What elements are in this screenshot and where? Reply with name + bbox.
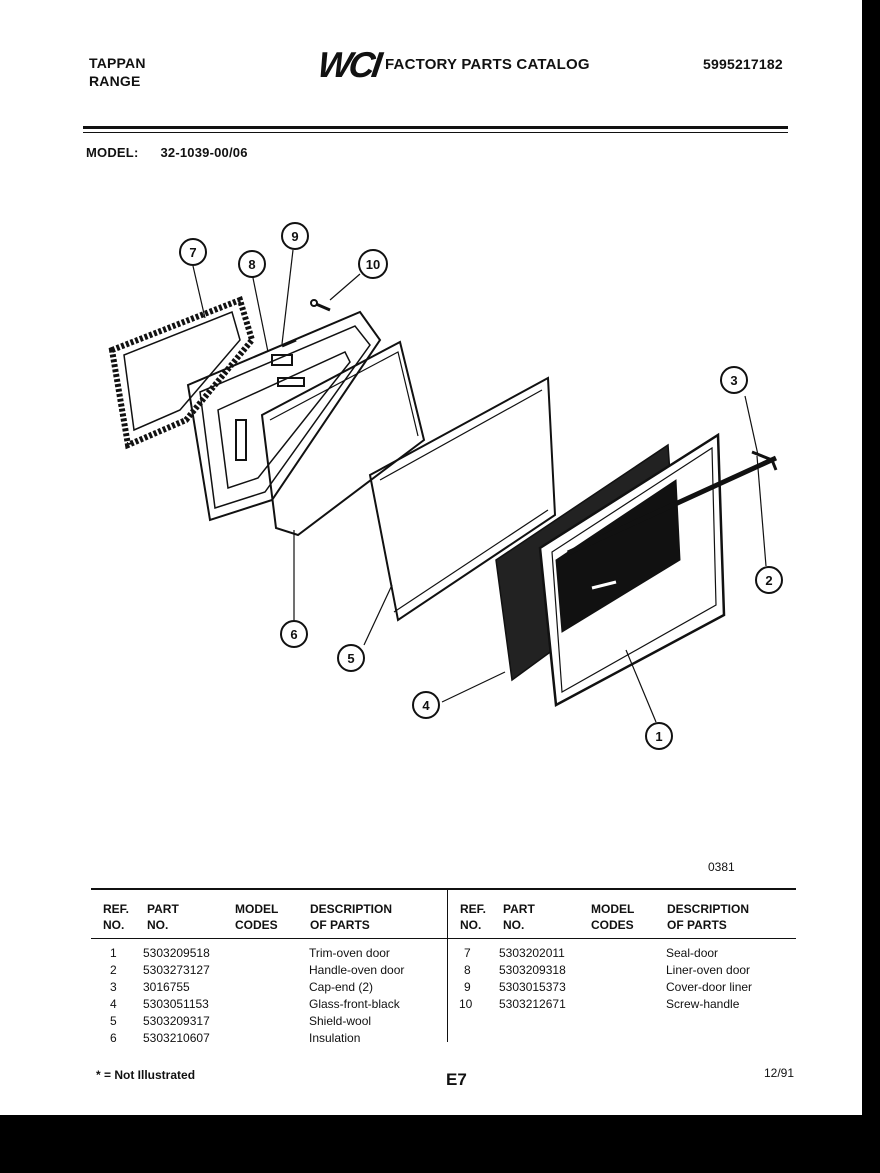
callout-10: [358, 249, 388, 279]
catalog-title: FACTORY PARTS CATALOG: [385, 56, 590, 73]
model-line: MODEL: 32-1039-00/06: [86, 145, 248, 160]
callout-7-label: 7: [189, 245, 196, 260]
ref-cell: 7: [464, 946, 471, 960]
header-ref-no-right: REF.NO.: [460, 902, 487, 932]
callout-8-label: 8: [248, 257, 255, 272]
ref-cell: 10: [459, 997, 473, 1011]
part-cell: 5303209317: [143, 1014, 210, 1028]
model-number: 32-1039-00/06: [160, 145, 248, 160]
table-header-rule: [91, 938, 796, 939]
desc-cell: Cover-door liner: [666, 980, 753, 994]
desc-cell: Glass-front-black: [309, 997, 400, 1011]
callout-5: [337, 644, 365, 672]
liner-illustration: [186, 310, 382, 522]
ref-cell: 1: [110, 946, 117, 960]
leader-lines: [192, 249, 767, 723]
not-illustrated-note: * = Not Illustrated: [96, 1068, 196, 1082]
desc-cell: Insulation: [309, 1031, 361, 1045]
part-cell: 5303015373: [499, 980, 566, 994]
shield-illustration: [368, 376, 557, 622]
desc-cell: Cap-end (2): [309, 980, 374, 994]
callout-1-label: 1: [655, 729, 662, 744]
callout-7: [179, 238, 207, 266]
catalog-page: TAPPAN RANGE WCI FACTORY PARTS CATALOG 5…: [0, 0, 862, 1115]
desc-cell: Shield-wool: [309, 1014, 372, 1028]
callout-8: [238, 250, 266, 278]
desc-cell: Trim-oven door: [309, 946, 390, 960]
desc-cell: Seal-door: [666, 946, 719, 960]
margin-mark: [0, 438, 10, 439]
header-rule: [83, 126, 788, 129]
callout-4: [412, 691, 440, 719]
exploded-door-diagram: 7 8 9 10 3 2 6 5 4 1: [108, 222, 783, 750]
callout-2-label: 2: [765, 573, 772, 588]
seal-door-illustration: [108, 296, 256, 450]
part-cell: 5303051153: [143, 997, 209, 1011]
callout-3-label: 3: [730, 373, 737, 388]
part-cell: 5303210607: [143, 1031, 210, 1045]
margin-mark: [0, 420, 10, 421]
revision-date: 12/91: [764, 1066, 795, 1080]
insulation-illustration: [260, 340, 426, 537]
desc-cell: Liner-oven door: [666, 963, 751, 977]
callout-6-label: 6: [290, 627, 297, 642]
catalog-number: 5995217182: [703, 56, 783, 72]
model-label: MODEL:: [86, 145, 139, 160]
ref-cell: 8: [464, 963, 471, 977]
part-cell: 5303209318: [499, 963, 566, 977]
product-type: RANGE: [89, 73, 141, 89]
part-cell: 5303202011: [499, 946, 565, 960]
screw-illustration: [310, 299, 331, 312]
callout-4-label: 4: [422, 698, 430, 713]
figure-number: 0381: [708, 860, 735, 874]
callout-10-label: 10: [366, 257, 380, 272]
handle-illustration: [566, 450, 778, 556]
callout-3: [720, 366, 748, 394]
part-cell: 5303209518: [143, 946, 210, 960]
desc-cell: Screw-handle: [666, 997, 740, 1011]
ref-cell: 2: [110, 963, 117, 977]
part-cell: 3016755: [143, 980, 190, 994]
ref-cell: 5: [110, 1014, 117, 1028]
callout-9: [281, 222, 309, 250]
ref-cell: 3: [110, 980, 117, 994]
table-divider: [447, 890, 448, 1042]
ref-cell: 9: [464, 980, 471, 994]
callout-2: [755, 566, 783, 594]
callout-5-label: 5: [347, 651, 354, 666]
part-cell: 5303273127: [143, 963, 210, 977]
brand-name: TAPPAN: [89, 55, 146, 71]
part-cell: 5303212671: [499, 997, 566, 1011]
table-top-rule: [91, 888, 796, 890]
header-ref-no: REF.NO.: [103, 902, 130, 932]
brand-block: TAPPAN RANGE: [89, 54, 146, 90]
page-number: E7: [446, 1070, 467, 1089]
ref-cell: 4: [110, 997, 117, 1011]
callout-6: [280, 620, 308, 648]
callout-1: [645, 722, 673, 750]
header-rule-thin: [83, 132, 788, 133]
desc-cell: Handle-oven door: [309, 963, 405, 977]
ref-cell: 6: [110, 1031, 117, 1045]
callout-9-label: 9: [291, 229, 298, 244]
